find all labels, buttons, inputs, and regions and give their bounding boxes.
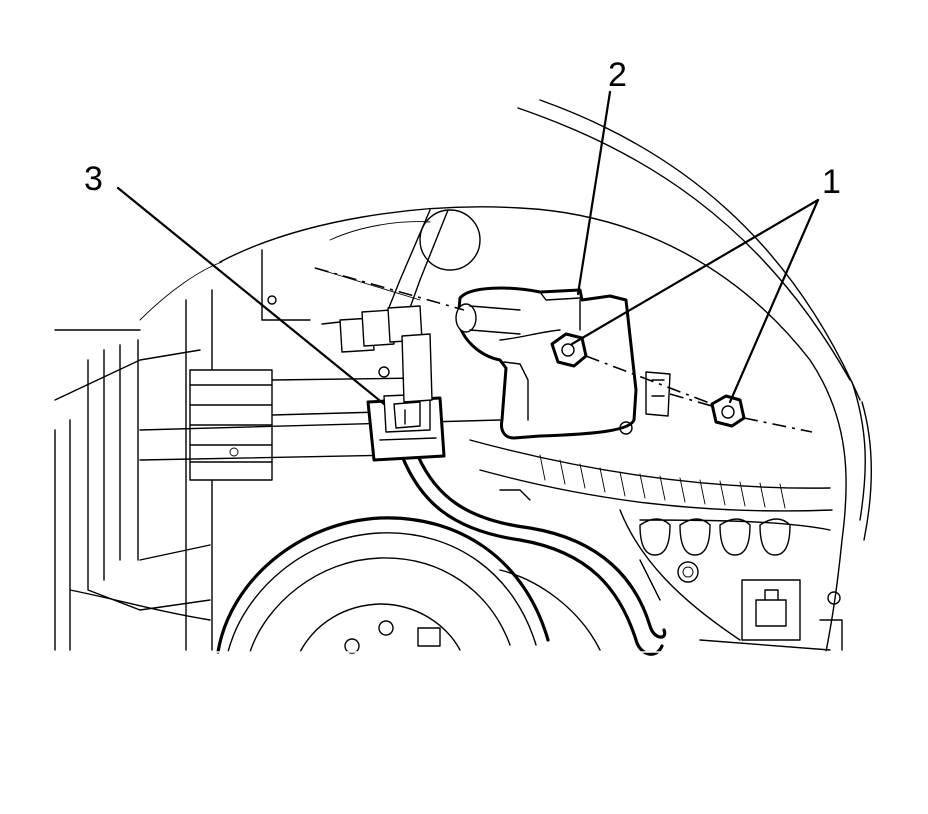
callout-1: 1 <box>822 163 841 201</box>
frame-rail <box>54 289 501 651</box>
callout-2: 2 <box>608 56 627 94</box>
upper-suspension <box>261 209 481 331</box>
lower-knuckle <box>469 439 843 651</box>
wiring-harness <box>400 454 667 656</box>
brake-rotor <box>216 516 601 654</box>
sensor-bracket <box>455 286 638 440</box>
leader-1b <box>728 198 820 404</box>
leader-2 <box>576 90 612 296</box>
install-path-lines <box>314 267 813 433</box>
leader-3 <box>116 186 386 406</box>
electrical-connector <box>321 305 446 462</box>
callout-3: 3 <box>84 160 103 198</box>
wheel-well-arcs <box>139 99 872 653</box>
leader-1a <box>570 198 820 346</box>
callout-leaders <box>116 90 820 406</box>
callout-labels: 1 2 3 <box>84 56 841 201</box>
